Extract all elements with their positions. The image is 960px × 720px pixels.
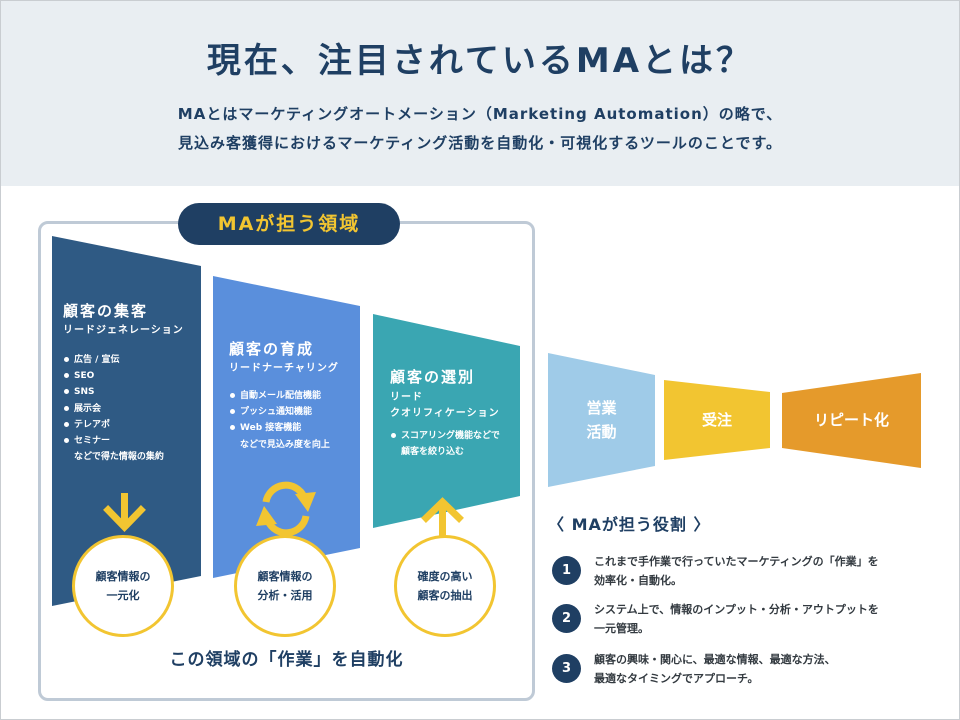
arrow-up-icon <box>421 497 464 539</box>
cycle-arrowhead-icon <box>256 506 277 526</box>
result-line: 顧客情報の <box>257 570 313 583</box>
automation-label: この領域の「作業」を自動化 <box>169 650 404 670</box>
stage-1-result-circle: 顧客情報の 一元化 <box>72 535 174 637</box>
role-text: システム上で、情報のインプット・分析・アウトプットを 一元管理。 <box>594 600 944 638</box>
stage-repeat-line: リピート化 <box>813 411 889 429</box>
stage-1-subtitle: リードジェネレーション <box>63 323 184 339</box>
stage-3-subtitle-line: クオリフィケーション <box>390 408 500 419</box>
list-item-tail: などで見込み度を向上 <box>240 439 330 450</box>
page-title: 現在、注目されているMAとは？ <box>206 41 754 81</box>
stage-2-shape <box>213 276 360 578</box>
result-line: 一元化 <box>106 589 140 602</box>
stage-3-subtitle-line: リード <box>390 392 423 403</box>
stage-1-subtitle-line: リードジェネレーション <box>63 325 184 336</box>
role-text-line: 一元管理。 <box>594 622 649 635</box>
stage-sales-line: 営業 <box>586 399 617 417</box>
stage-3-list: スコアリング機能などで 顧客を絞り込む <box>390 428 500 460</box>
header-section: 現在、注目されているMAとは？ MAとはマーケティングオートメーション（Mark… <box>1 1 959 186</box>
list-item: Web 接客機能 <box>229 420 330 436</box>
result-line: 確度の高い <box>417 570 473 583</box>
role-number-badge: 1 <box>552 556 581 585</box>
stage-2-subtitle: リードナーチャリング <box>229 361 339 377</box>
stage-3-result-circle: 確度の高い 顧客の抽出 <box>394 535 496 637</box>
list-item: テレアポ <box>63 417 164 433</box>
role-text-line: これまで手作業で行っていたマーケティングの「作業」を <box>594 555 879 568</box>
list-item: プッシュ通知機能 <box>229 404 330 420</box>
role-number-badge: 2 <box>552 604 581 633</box>
role-text: これまで手作業で行っていたマーケティングの「作業」を 効率化・自動化。 <box>594 552 944 590</box>
role-text-line: 効率化・自動化。 <box>594 574 682 587</box>
stage-3-subtitle: リード クオリフィケーション <box>390 390 500 422</box>
result-line: 分析・活用 <box>257 589 313 602</box>
role-text-line: 最適なタイミングでアプローチ。 <box>594 672 759 685</box>
cycle-arrowhead-icon <box>295 492 316 512</box>
stage-2-subtitle-line: リードナーチャリング <box>229 363 339 374</box>
arrow-down-icon <box>103 493 146 533</box>
list-item: 自動メール配信機能 <box>229 388 330 404</box>
stage-2-result-circle: 顧客情報の 分析・活用 <box>234 535 336 637</box>
list-item: 展示会 <box>63 401 164 417</box>
list-item: SNS <box>63 384 164 400</box>
stage-2-title: 顧客の育成 <box>229 340 315 358</box>
list-item: 広告 / 宣伝 <box>63 352 164 368</box>
stage-order-line: 受注 <box>701 411 732 429</box>
list-item: セミナー <box>63 433 164 449</box>
stage-sales-line: 活動 <box>586 423 617 441</box>
stage-sales-shape <box>548 353 655 487</box>
stage-3-title: 顧客の選別 <box>390 368 476 386</box>
result-line: 顧客の抽出 <box>417 589 473 602</box>
stage-repeat-shape <box>782 373 921 468</box>
description-line-1: MAとはマーケティングオートメーション（Marketing Automation… <box>177 105 783 123</box>
list-item: スコアリング機能などで <box>390 428 500 444</box>
list-item: SEO <box>63 368 164 384</box>
cycle-arrows-icon <box>262 481 310 537</box>
stage-1-list: 広告 / 宣伝 SEO SNS 展示会 テレアポ セミナー などで得た情報の集約 <box>63 352 164 465</box>
role-item-3: 3 顧客の興味・関心に、最適な情報、最適な方法、 最適なタイミングでアプローチ。 <box>552 650 942 690</box>
stage-2-list: 自動メール配信機能 プッシュ通知機能 Web 接客機能 などで見込み度を向上 <box>229 388 330 453</box>
role-text-line: システム上で、情報のインプット・分析・アウトプットを <box>594 603 879 616</box>
result-line: 顧客情報の <box>95 570 151 583</box>
role-number-badge: 3 <box>552 654 581 683</box>
stage-1-shape <box>52 236 201 606</box>
description-line-2: 見込み客獲得におけるマーケティング活動を自動化・可視化するツールのことです。 <box>178 134 782 152</box>
list-item-tail: などで得た情報の集約 <box>74 452 164 463</box>
list-item-tail: 顧客を絞り込む <box>401 447 465 458</box>
role-text: 顧客の興味・関心に、最適な情報、最適な方法、 最適なタイミングでアプローチ。 <box>594 650 944 688</box>
stage-order-label: 受注 <box>664 408 770 432</box>
role-item-1: 1 これまで手作業で行っていたマーケティングの「作業」を 効率化・自動化。 <box>552 552 942 592</box>
ma-area-badge: MAが担う領域 <box>178 203 400 245</box>
stage-order-shape <box>664 380 770 460</box>
role-text-line: 顧客の興味・関心に、最適な情報、最適な方法、 <box>594 653 836 666</box>
roles-heading: 〈 MAが担う役割 〉 <box>548 515 711 534</box>
stage-sales-label: 営業 活動 <box>548 396 655 444</box>
role-item-2: 2 システム上で、情報のインプット・分析・アウトプットを 一元管理。 <box>552 600 942 640</box>
stage-1-title: 顧客の集客 <box>63 302 149 320</box>
stage-3-shape <box>373 314 520 528</box>
stage-repeat-label: リピート化 <box>782 408 921 432</box>
